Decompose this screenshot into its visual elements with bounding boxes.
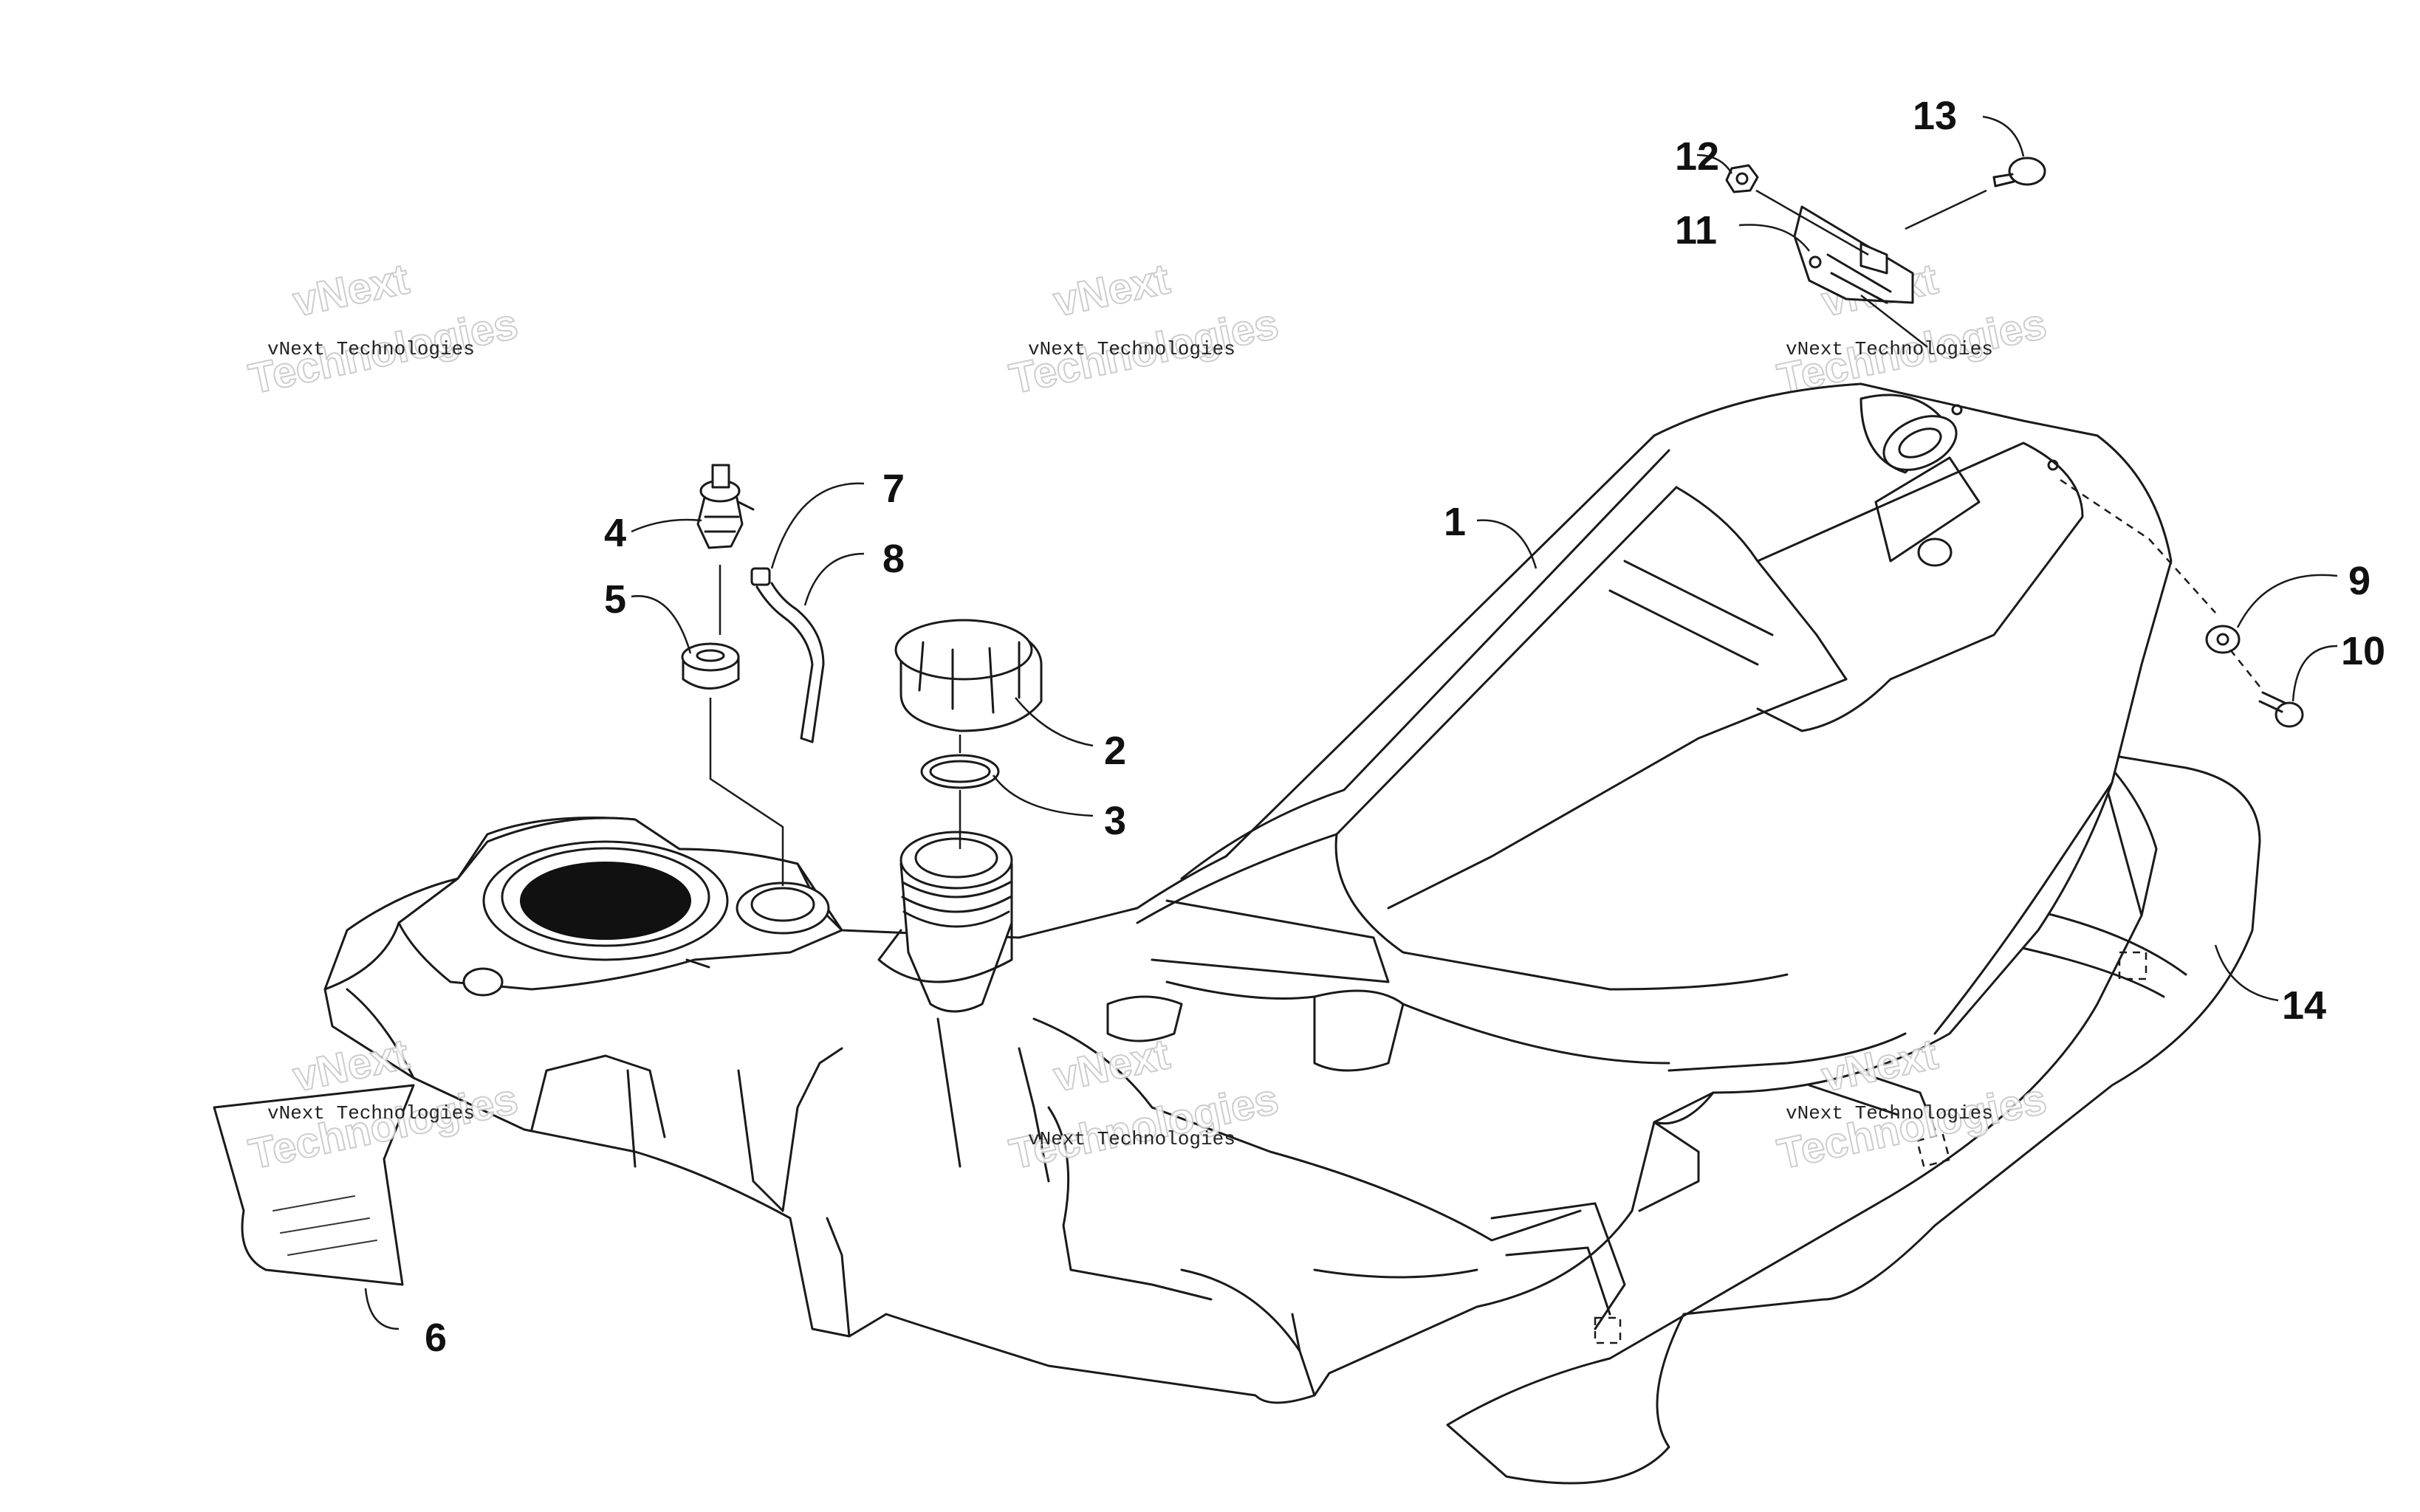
leader-4 — [631, 518, 702, 533]
leader-14 — [2214, 944, 2279, 1002]
leader-13 — [1982, 115, 2025, 157]
leader-10 — [2292, 645, 2338, 702]
leader-11 — [1738, 224, 1810, 252]
watermark-line: vNext Technologies — [267, 1102, 475, 1124]
part-11-bracket — [1793, 205, 1914, 304]
leader-5 — [631, 595, 692, 654]
leader-1 — [1476, 519, 1538, 569]
assembly-line-bracket-to-tank — [2060, 478, 2216, 614]
callout-11: 11 — [1675, 208, 1717, 252]
part-4-valve — [696, 464, 755, 549]
watermark-word-vnext: vNext — [289, 255, 413, 326]
part-9-washer — [2205, 625, 2241, 654]
leader-8 — [803, 552, 865, 606]
callout-8: 8 — [882, 537, 905, 581]
callout-9: 9 — [2348, 559, 2371, 603]
callout-4: 4 — [604, 511, 626, 555]
assembly-line-bolt13-to-bracket — [1905, 189, 1987, 230]
callout-14: 14 — [2282, 983, 2326, 1028]
callout-1: 1 — [1444, 500, 1466, 544]
part-10-bolt — [2258, 691, 2304, 728]
part-12-nut — [1725, 164, 1759, 193]
callout-5: 5 — [604, 577, 626, 622]
assembly-line-washer-to-bolt — [2229, 649, 2260, 687]
callout-6: 6 — [425, 1316, 447, 1360]
leader-3 — [992, 774, 1094, 817]
watermark-line: vNext Technologies — [1786, 1102, 1993, 1124]
part-8-vent-hose — [755, 582, 825, 743]
leader-2 — [1015, 697, 1094, 747]
part-1-fuel-tank — [323, 382, 2173, 1404]
leader-7 — [770, 482, 865, 569]
part-13-bolt — [1992, 157, 2046, 188]
callout-13: 13 — [1913, 94, 1957, 138]
callout-2: 2 — [1104, 729, 1126, 773]
leader-12 — [1696, 154, 1733, 174]
callout-12: 12 — [1675, 134, 1719, 179]
leader-6 — [364, 1288, 400, 1330]
assembly-line-bracket-to-tank-mount — [1860, 295, 1928, 348]
watermark-line: vNext Technologies — [1028, 1128, 1235, 1150]
part-2-filler-cap — [894, 619, 1043, 732]
callout-10: 10 — [2341, 629, 2385, 673]
part-5-grommet — [681, 642, 740, 690]
watermark-line: vNext Technologies — [1786, 338, 1993, 360]
watermark-word-vnext: vNext — [1049, 255, 1173, 326]
watermark-line: vNext Technologies — [1028, 338, 1235, 360]
part-6-decal — [213, 1084, 415, 1286]
part-3-o-ring — [920, 754, 1000, 789]
assembly-line-nut-to-bracket — [1755, 189, 1869, 256]
watermark-top-left: vNext Technologies — [244, 254, 523, 404]
part-7-clamp — [750, 567, 771, 586]
watermark-line: vNext Technologies — [267, 338, 475, 360]
callout-3: 3 — [1104, 799, 1126, 843]
leader-9 — [2236, 574, 2338, 628]
assembly-line-grommet-to-tank — [709, 698, 784, 886]
callout-7: 7 — [882, 467, 905, 511]
watermark-top-center: vNext Technologies — [1005, 254, 1283, 404]
